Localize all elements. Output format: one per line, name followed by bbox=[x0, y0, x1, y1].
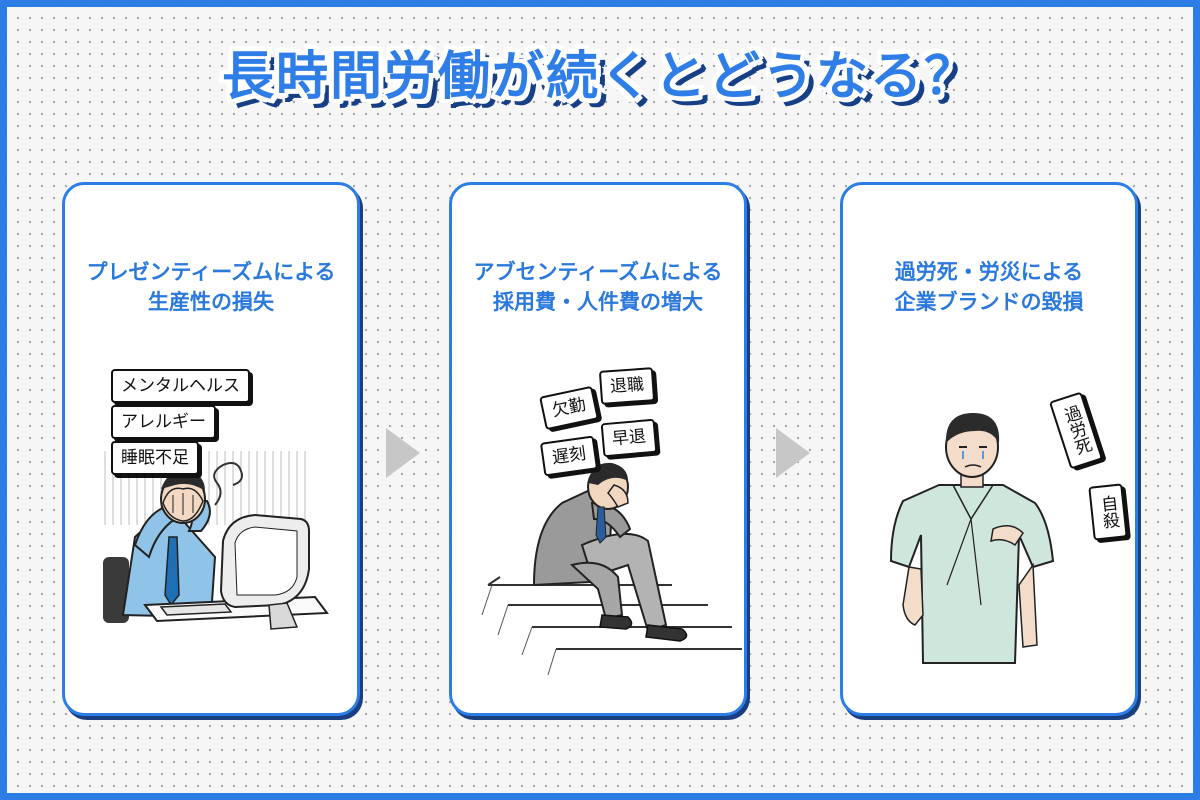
tag-sleep-deprivation: 睡眠不足 bbox=[111, 441, 199, 475]
card-title-line-2: 生産性の損失 bbox=[148, 290, 274, 314]
card-absenteeism: アブセンティーズムによる 採用費・人件費の増大 欠勤 bbox=[449, 182, 747, 716]
tag-allergy: アレルギー bbox=[111, 405, 216, 439]
card-title: プレゼンティーズムによる 生産性の損失 bbox=[65, 257, 357, 317]
tag-mental-health: メンタルヘルス bbox=[111, 369, 250, 403]
card-title-line-1: 過労死・労災による bbox=[894, 260, 1084, 284]
card-title-line-2: 企業ブランドの毀損 bbox=[894, 290, 1084, 314]
next-arrow-icon bbox=[386, 428, 420, 478]
card-title-line-1: アブセンティーズムによる bbox=[473, 260, 723, 284]
page-title: 長時間労働が続くとどうなる？ bbox=[221, 47, 978, 107]
overworked-desk-illustration bbox=[103, 451, 329, 630]
card-title: 過労死・労災による 企業ブランドの毀損 bbox=[843, 257, 1135, 317]
next-arrow-icon bbox=[776, 428, 810, 478]
tag-early-leave: 早退 bbox=[600, 418, 658, 458]
tag-suicide: 自殺 bbox=[1088, 483, 1128, 541]
patient-illustration bbox=[889, 413, 1055, 664]
tag-resignation: 退職 bbox=[598, 367, 656, 405]
card-title: アブセンティーズムによる 採用費・人件費の増大 bbox=[452, 257, 744, 317]
card-title-line-2: 採用費・人件費の増大 bbox=[493, 290, 703, 314]
card-presenteeism: プレゼンティーズムによる 生産性の損失 bbox=[62, 182, 360, 716]
sitting-on-stairs-illustration bbox=[481, 462, 742, 676]
card-title-line-1: プレゼンティーズムによる bbox=[86, 260, 336, 284]
card-karoshi: 過労死・労災による 企業ブランドの毀損 過労死 自殺 bbox=[840, 182, 1138, 716]
